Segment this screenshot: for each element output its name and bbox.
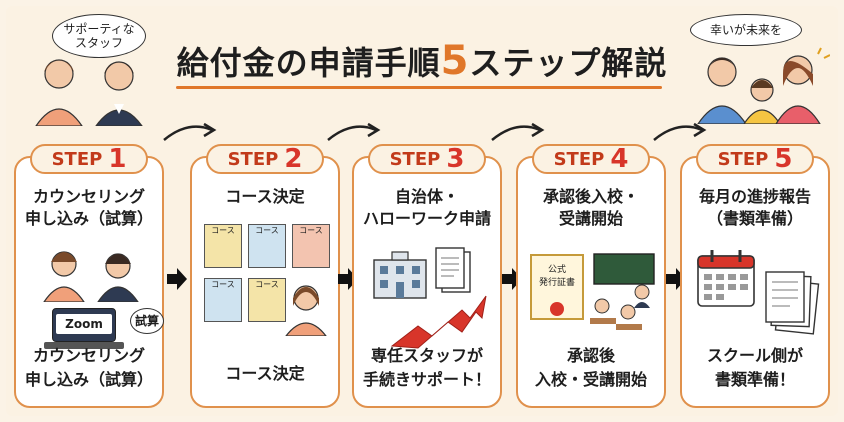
- course-card: コース: [204, 278, 242, 322]
- page-title: 給付金の申請手順5ステップ解説: [172, 30, 672, 92]
- curve-arrow-1: [160, 116, 220, 146]
- step-4-title: 承認後入校・ 受講開始: [542, 187, 639, 228]
- curve-arrow-3: [488, 116, 548, 146]
- step-label: STEP: [227, 148, 279, 170]
- step-card-3: 自治体・ ハローワーク申請 専任スタッフが 手続きサポート！: [352, 156, 502, 408]
- step-number: 2: [284, 144, 303, 174]
- step-number: 5: [774, 144, 793, 174]
- city-hall-icon: [370, 250, 430, 300]
- curve-arrow-2: [324, 116, 384, 146]
- course-card: コース: [248, 278, 286, 322]
- course-card: コース: [248, 224, 286, 268]
- step-number: 4: [610, 144, 629, 174]
- step-1-title: カウンセリング 申し込み（試算）: [24, 187, 153, 228]
- step-card-2: コース決定 コース コース コース コース コース コース決定: [190, 156, 340, 408]
- laptop-icon: Zoom: [44, 308, 128, 352]
- family-speech-bubble: 幸いが未来を: [690, 14, 802, 46]
- step-label: STEP: [717, 148, 769, 170]
- family-illustration: [690, 44, 830, 124]
- step-1-bottom: カウンセリング 申し込み（試算）: [24, 346, 153, 389]
- step-5-title: 毎月の進捗報告 （書類準備）: [698, 187, 811, 228]
- staff-pointing-illustration: [285, 285, 327, 336]
- course-cards-grid: コース コース コース コース コース: [204, 224, 330, 336]
- step-card-5: 毎月の進捗報告 （書類準備） スクール側が 書類準備！: [680, 156, 830, 408]
- title-suffix: ステップ解説: [469, 44, 668, 82]
- certificate-line-1: 公式: [547, 265, 566, 275]
- step-label: STEP: [553, 148, 605, 170]
- step-2-title: コース決定: [225, 187, 305, 206]
- arrow-right-1: [167, 268, 187, 290]
- course-card: コース: [204, 224, 242, 268]
- documents-stack-icon: [762, 268, 822, 338]
- curve-arrow-4: [650, 116, 710, 146]
- course-card: コース: [292, 224, 330, 268]
- title-prefix: 給付金の申請手順: [176, 44, 441, 82]
- staff-illustration: [14, 44, 164, 126]
- counseling-illustration: [38, 242, 148, 302]
- step-number: 3: [446, 144, 465, 174]
- certificate-icon: 公式 発行証書: [530, 254, 584, 320]
- title-number: 5: [440, 38, 470, 84]
- zoom-label: Zoom: [56, 314, 112, 334]
- step-number: 1: [108, 144, 127, 174]
- classroom-illustration: [584, 250, 662, 340]
- certificate-line-2: 発行証書: [538, 278, 575, 288]
- step-label: STEP: [51, 148, 103, 170]
- step-card-4: 承認後入校・ 受講開始 公式 発行証書 承認後 入校・受講開始: [516, 156, 666, 408]
- step-4-bottom: 承認後 入校・受講開始: [534, 346, 647, 389]
- step-card-1: カウンセリング 申し込み（試算） Zoom 試算 カウンセリング 申し込み（試算…: [14, 156, 164, 408]
- document-icon: [434, 246, 474, 296]
- step-5-bottom: スクール側が 書類準備！: [706, 346, 803, 389]
- title-underline: [176, 86, 662, 89]
- step-3-bottom: 専任スタッフが 手続きサポート！: [362, 346, 491, 389]
- step-2-bottom: コース決定: [225, 364, 305, 383]
- step-3-title: 自治体・ ハローワーク申請: [362, 187, 491, 228]
- growth-arrow-icon: [388, 294, 498, 350]
- staff-speech-bubble: サポーティな スタッフ: [52, 14, 146, 58]
- shisan-bubble: 試算: [130, 308, 164, 334]
- step-label: STEP: [389, 148, 441, 170]
- calendar-icon: [694, 246, 758, 310]
